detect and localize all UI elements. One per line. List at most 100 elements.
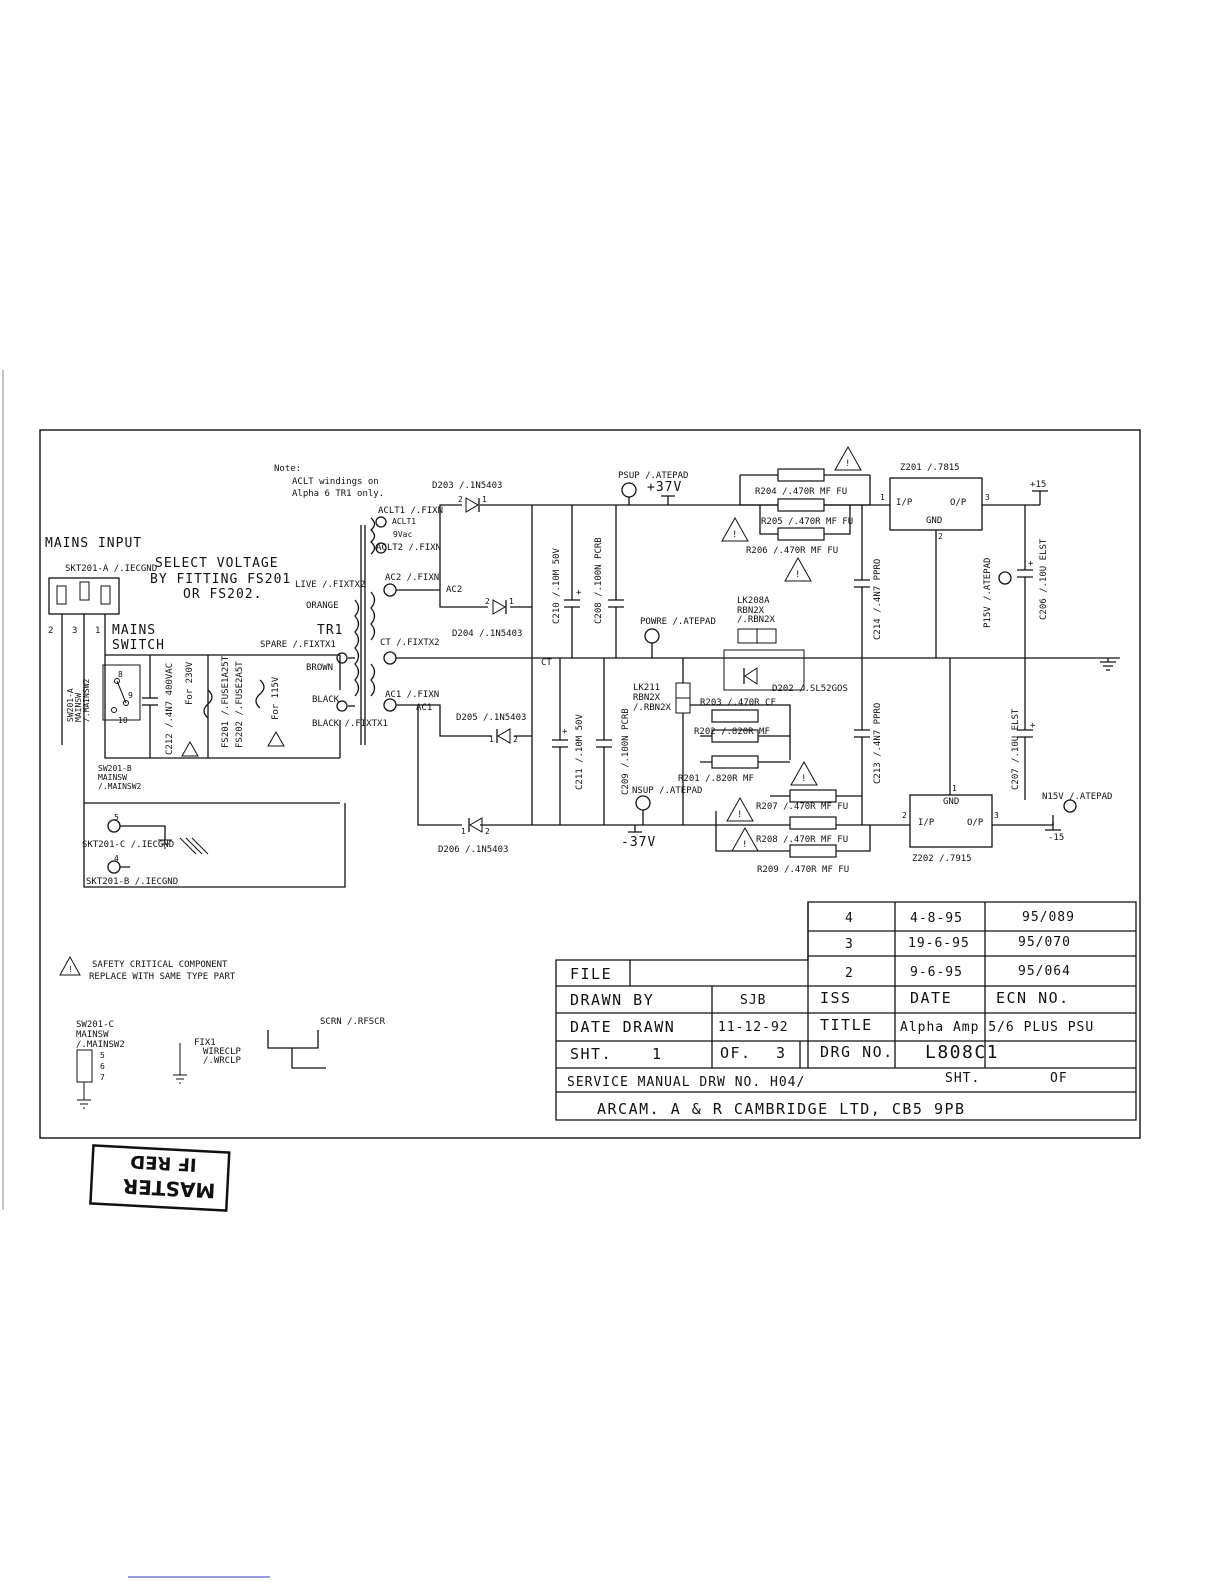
p15v-pad xyxy=(998,571,1012,585)
schematic-label: MAINSW xyxy=(76,1030,109,1040)
schematic-label: DRG NO. xyxy=(820,1043,894,1061)
schematic-label: CT /.FIXTX2 xyxy=(380,638,440,648)
schematic-label: R206 /.470R MF FU xyxy=(746,546,838,556)
schematic-label: SHT. xyxy=(570,1045,612,1063)
schematic-label: RBN2X xyxy=(737,606,765,616)
schematic-label: C213 /.4N7 PPRO xyxy=(873,703,883,784)
schematic-label: 7 xyxy=(100,1073,105,1082)
schematic-label: ! xyxy=(732,530,737,540)
schematic-label: OR FS202. xyxy=(183,587,262,602)
schematic-label: R205 /.470R MF FU xyxy=(761,517,853,527)
schematic-label: ACLT1 xyxy=(392,517,416,526)
schematic-label: 1 xyxy=(509,597,514,606)
schematic-label: L808C1 xyxy=(925,1042,999,1063)
n15v-pad xyxy=(1063,799,1077,813)
schematic-label: I/P xyxy=(896,498,913,508)
schematic-label: + xyxy=(562,727,568,737)
schematic-label: SKT201-B /.IECGND xyxy=(86,877,178,887)
schematic-label: + xyxy=(1028,559,1034,569)
schematic-label: NSUP /.ATEPAD xyxy=(632,786,702,796)
schematic-label: ARCAM. A & R CAMBRIDGE LTD, CB5 9PB xyxy=(597,1100,966,1118)
schematic-label: Z201 /.7815 xyxy=(900,463,960,473)
warning-triangle-icon xyxy=(784,556,812,582)
schematic-label: MAINSW xyxy=(98,773,127,782)
powre-pad xyxy=(644,628,660,644)
schematic-label: R203 /.470R CF xyxy=(700,698,776,708)
warning-triangle-icon xyxy=(790,760,818,786)
schematic-label: -15 xyxy=(1048,833,1064,843)
schematic-label: SPARE /.FIXTX1 xyxy=(260,640,336,650)
schematic-label: BY FITTING FS201 xyxy=(150,572,291,587)
schematic-label: 6 xyxy=(100,1062,105,1071)
schematic-label: DRAWN BY xyxy=(570,991,654,1009)
schematic-label: AC1 xyxy=(416,703,432,713)
schematic-label: 19-6-95 xyxy=(908,936,970,951)
schematic-label: AC2 xyxy=(446,585,462,595)
schematic-label: 1 xyxy=(880,493,885,502)
schematic-label: For 115V xyxy=(271,676,281,720)
schematic-label: GND xyxy=(926,516,942,526)
schematic-label: C210 /.10M 50V xyxy=(552,548,562,624)
schematic-label: GND xyxy=(943,797,959,807)
schematic-label: D204 /.1N5403 xyxy=(452,629,522,639)
schematic-label: 2 xyxy=(485,827,490,836)
schematic-label: C211 /.10M 50V xyxy=(575,714,585,790)
schematic-label: FS201 /.FUSE1A25T xyxy=(221,655,231,748)
schematic-label: SKT201-C /.IECGND xyxy=(82,840,174,850)
warning-triangle-icon xyxy=(834,445,862,471)
link-lk208a: LK208A RBN2X /.RBN2X D202 /.SL52GOS xyxy=(723,596,848,694)
regulator-z202: Z202 /.7915 GND I/P O/P 1 2 3 xyxy=(880,658,1054,864)
schematic-label: 3 xyxy=(72,626,77,636)
schematic-label: CT xyxy=(541,658,552,668)
iec-socket xyxy=(48,577,120,615)
schematic-label: 1 xyxy=(461,827,466,836)
psup-pad xyxy=(621,482,637,498)
schematic-label: P15V /.ATEPAD xyxy=(983,558,993,628)
schematic-label: 1 xyxy=(952,784,957,793)
schematic-label: O/P xyxy=(950,498,967,508)
regulator-z201: Z201 /.7815 I/P O/P GND 1 3 2 xyxy=(880,463,1040,658)
schematic-label: DATE DRAWN xyxy=(570,1018,675,1036)
transformer-tr1: TR1 LIVE /.FIXTX2 ORANGE SPARE /.FIXTX1 … xyxy=(260,506,552,745)
mains-input-section: MAINS INPUT SKT201-A /.IECGND SELECT VOL… xyxy=(45,536,346,888)
schematic-label: ! xyxy=(795,570,800,580)
schematic-label: WIRECLP xyxy=(203,1047,242,1057)
schematic-label: /.MAINSW2 xyxy=(76,1040,125,1050)
schematic-label: ACLT windings on xyxy=(292,477,379,487)
diode-d205: D205 /.1N5403 1 2 xyxy=(456,713,526,744)
warning-triangle-icon xyxy=(731,826,759,852)
schematic-label: TR1 xyxy=(317,623,343,638)
schematic-label: 2 xyxy=(48,626,53,636)
schematic-label: D206 /.1N5403 xyxy=(438,845,508,855)
schematic-label: MAINS xyxy=(112,623,156,638)
schematic-label: ORANGE xyxy=(306,601,339,611)
schematic-label: ECN NO. xyxy=(996,989,1070,1007)
schematic-label: LK208A xyxy=(737,596,770,606)
master-stamp: MASTER IF RED xyxy=(89,1144,231,1212)
schematic-label: 2 xyxy=(458,495,463,504)
schematic-label: 95/070 xyxy=(1018,935,1071,950)
schematic-label: 2 xyxy=(845,966,854,981)
schematic-label: AC1 /.FIXN xyxy=(385,690,439,700)
diode-d203: D203 /.1N5403 2 1 xyxy=(432,481,502,513)
schematic-label: C214 /.4N7 PPRO xyxy=(873,559,883,640)
schematic-label: Z202 /.7915 xyxy=(912,854,972,864)
title-block: 4 4-8-95 95/089 3 19-6-95 95/070 2 9-6-9… xyxy=(555,901,1137,1121)
schematic-label: +37V xyxy=(647,480,682,495)
schematic-label: +15 xyxy=(1030,480,1046,490)
schematic-label: ISS xyxy=(820,989,852,1007)
diode-d206: D206 /.1N5403 1 2 xyxy=(438,817,508,855)
schematic-label: O/P xyxy=(967,818,984,828)
schematic-label: 3 xyxy=(776,1044,787,1062)
schematic-label: ! xyxy=(845,459,850,469)
schematic-label: REPLACE WITH SAME TYPE PART xyxy=(89,972,236,982)
schematic-label: 2 xyxy=(513,735,518,744)
schematic-label: N15V /.ATEPAD xyxy=(1042,792,1112,802)
schematic-label: -37V xyxy=(621,835,656,850)
schematic-label: C212 /.4N7 400VAC xyxy=(165,663,175,755)
schematic-label: ! xyxy=(801,774,806,784)
schematic-label: 9Vac xyxy=(393,530,412,539)
schematic-label: SKT201-A /.IECGND xyxy=(65,564,157,574)
nsup-pad xyxy=(635,795,651,811)
